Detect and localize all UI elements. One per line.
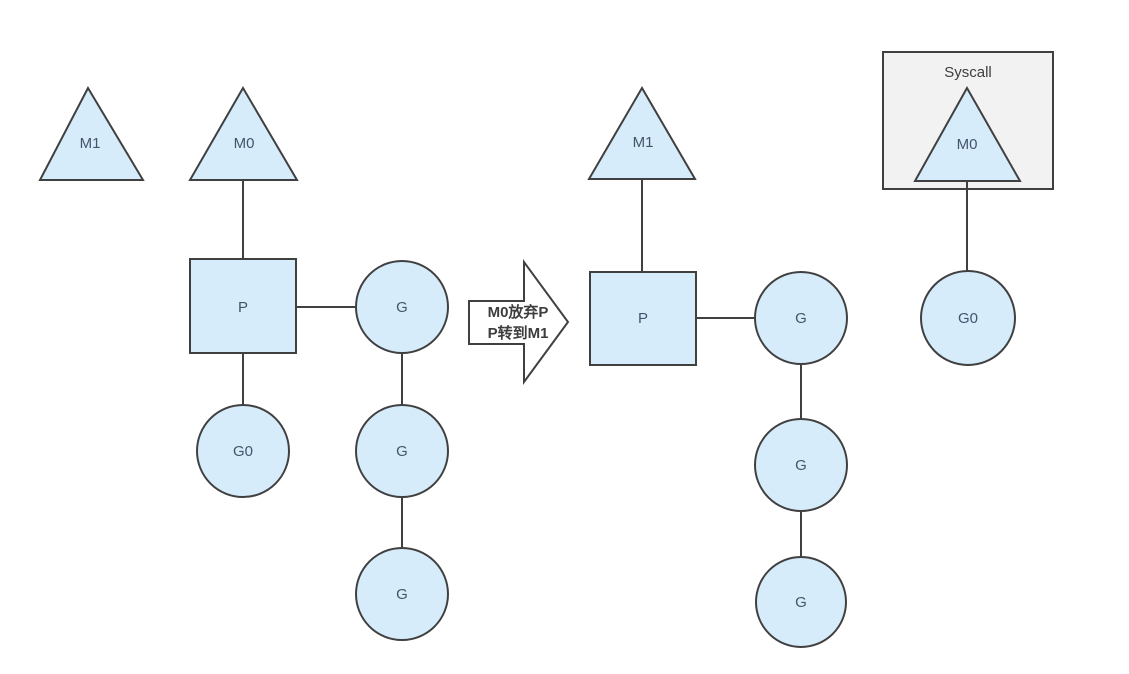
processor-p-label-after: P [638, 310, 648, 327]
transition-text-line2: P转到M1 [488, 324, 549, 342]
thread-m0-label-syscall: M0 [957, 136, 978, 153]
transition-arrow: M0放弃P P转到M1 [468, 258, 570, 386]
g0-circle [196, 404, 290, 498]
running-g-label-after: G [795, 310, 807, 327]
transition-text-line1: M0放弃P [488, 303, 549, 321]
after-group: M1 P G G G [587, 86, 848, 648]
processor-p-square-after [589, 271, 697, 366]
g0-label-syscall: G0 [958, 310, 978, 327]
thread-m1-label-after: M1 [633, 134, 654, 151]
thread-m1-label: M1 [80, 135, 101, 152]
queued-g2-circle-after [755, 556, 847, 648]
processor-p-label: P [238, 299, 248, 316]
thread-m0-triangle [188, 86, 299, 181]
syscall-title: Syscall [944, 64, 992, 81]
queued-g2-label-after: G [795, 594, 807, 611]
running-g-label: G [396, 299, 408, 316]
right-arrow-shape [468, 258, 570, 386]
queued-g2-label: G [396, 586, 408, 603]
g0-circle-syscall [920, 270, 1016, 366]
queued-g1-label-after: G [795, 457, 807, 474]
queued-g2-circle [355, 547, 449, 641]
before-group: M1 M0 P G G0 G G [38, 85, 449, 641]
queued-g1-label: G [396, 443, 408, 460]
g0-label: G0 [233, 443, 253, 460]
thread-m1-triangle [38, 85, 145, 181]
syscall-group: Syscall M0 G0 [882, 51, 1054, 366]
thread-m0-label: M0 [234, 135, 255, 152]
